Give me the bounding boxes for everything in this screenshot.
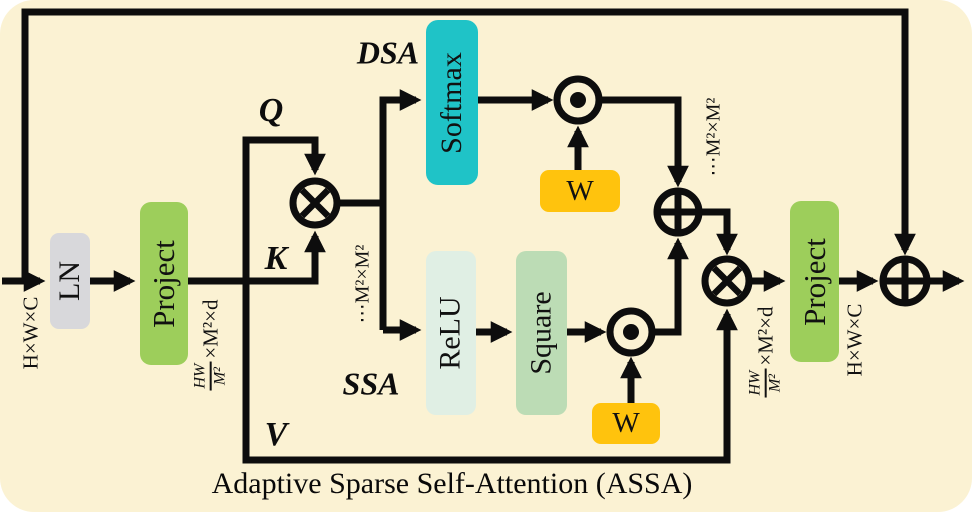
input-dims-label: H×W×C bbox=[18, 296, 43, 370]
weight-dsa-block: W bbox=[540, 170, 620, 212]
sum-residual-icon bbox=[879, 255, 931, 307]
hadamard-dsa-icon bbox=[553, 75, 603, 125]
relu-block: ReLU bbox=[426, 251, 476, 415]
sum-to-matmul-line bbox=[699, 208, 738, 256]
weight-ssa-block: W bbox=[592, 403, 660, 444]
residual-skip-line bbox=[21, 8, 916, 281]
proj-in-fraction: HW M² bbox=[191, 361, 229, 391]
square-label: Square bbox=[524, 291, 558, 375]
square-block: Square bbox=[516, 251, 567, 415]
weight-ssa-label: W bbox=[612, 407, 640, 439]
diagram-caption: Adaptive Sparse Self-Attention (ASSA) bbox=[211, 467, 693, 500]
qk-to-softmax-line bbox=[337, 100, 416, 330]
q-line bbox=[242, 136, 326, 281]
hadamard-ssa-icon bbox=[606, 307, 656, 357]
q-label: Q bbox=[258, 92, 284, 129]
ssa-branch-label: SSA bbox=[342, 365, 400, 402]
project-out-block: Project bbox=[790, 201, 839, 362]
weight-dsa-label: W bbox=[566, 174, 594, 207]
k-line bbox=[187, 230, 326, 285]
proj-in-dims-label: ×M²×d bbox=[198, 299, 223, 359]
output-dims-label: H×W×C bbox=[842, 303, 867, 377]
dsa-to-sum-line bbox=[599, 96, 689, 188]
proj-out-dims-label: ×M²×d bbox=[753, 306, 778, 366]
k-label: K bbox=[264, 240, 288, 277]
matmul-qk-icon bbox=[289, 177, 341, 229]
layernorm-block: LN bbox=[50, 233, 90, 329]
dsa-out-dims-label: ⋯M²×M² bbox=[702, 97, 725, 177]
qk-out-dims-label: ⋯M²×M² bbox=[351, 244, 374, 324]
softmax-block: Softmax bbox=[426, 20, 478, 185]
matmul-v-icon bbox=[701, 255, 753, 307]
v-label: V bbox=[264, 416, 288, 453]
project-in-block: Project bbox=[140, 202, 188, 365]
project-in-label: Project bbox=[146, 239, 181, 328]
project-out-label: Project bbox=[796, 237, 832, 326]
dsa-branch-label: DSA bbox=[356, 34, 420, 71]
relu-label: ReLU bbox=[434, 296, 468, 370]
layernorm-label: LN bbox=[53, 261, 86, 301]
proj-out-fraction: HW M² bbox=[746, 368, 784, 398]
sum-branches-icon bbox=[653, 187, 703, 237]
softmax-label: Softmax bbox=[435, 51, 469, 154]
ssa-to-sum-line bbox=[652, 237, 689, 336]
v-line bbox=[242, 281, 738, 464]
